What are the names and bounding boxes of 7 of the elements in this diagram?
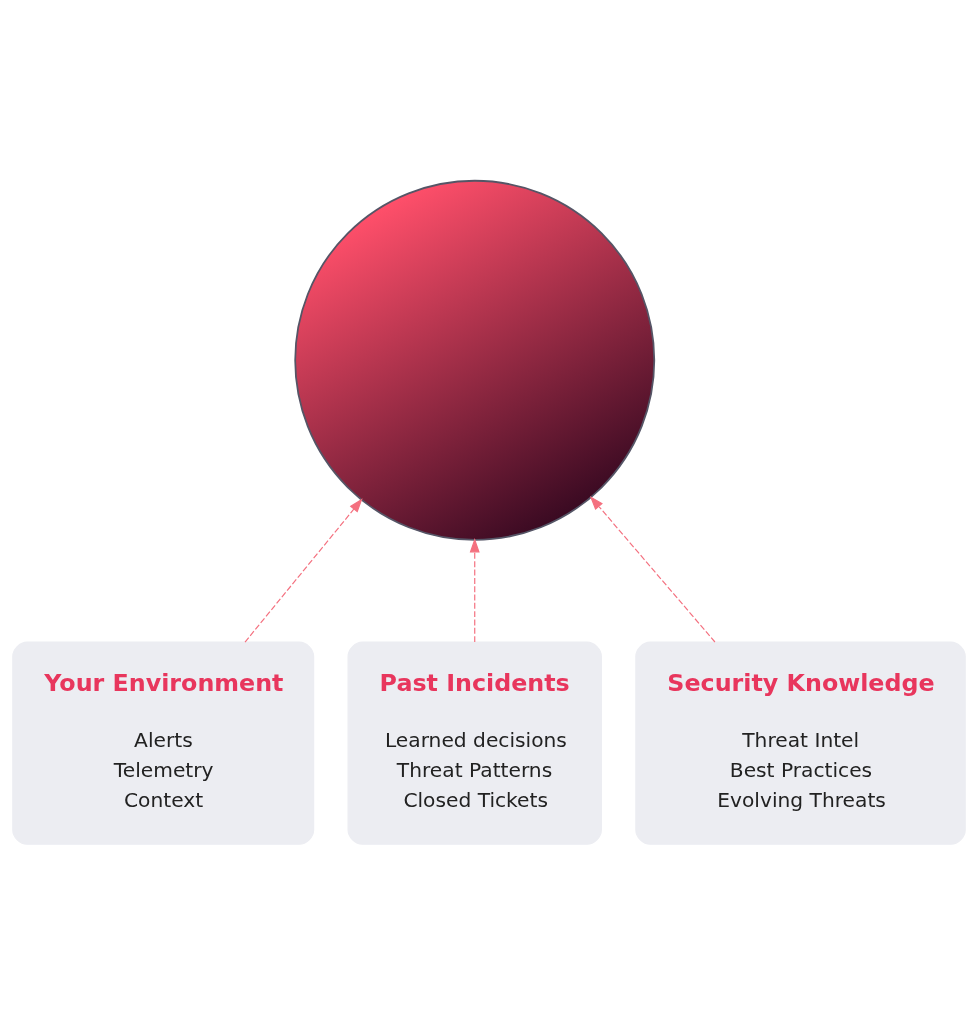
arrow [469,537,480,643]
arrow [244,497,363,643]
node-box: Security Knowledge Threat Intel Best Practices Evolving Threats [635,641,966,845]
node-box: Your Environment Alerts Telemetry Context [12,641,315,845]
node-picture [294,179,656,541]
node-box: Past Incidents Learned decisions Threat Patterns Closed Tickets [347,641,602,845]
arrow [589,495,716,643]
